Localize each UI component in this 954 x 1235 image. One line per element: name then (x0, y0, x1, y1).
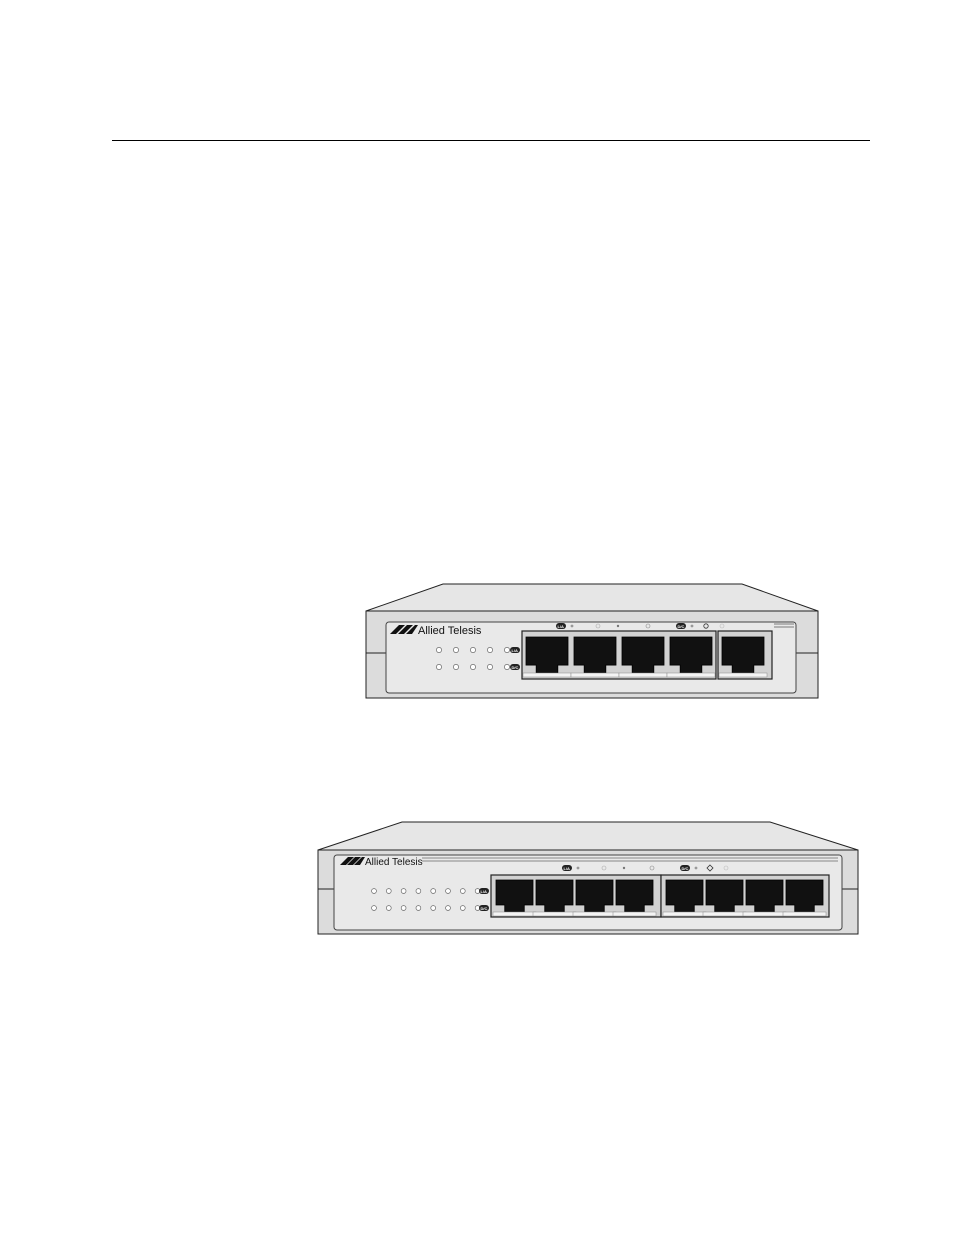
led-indicator (470, 647, 475, 652)
led-row-label-la: L/A (479, 888, 489, 894)
led-indicator (372, 906, 377, 911)
led-indicator (372, 889, 377, 894)
led-indicator (416, 906, 421, 911)
led-indicator (504, 664, 509, 669)
led-indicator (436, 664, 441, 669)
led-indicator (453, 664, 458, 669)
led-indicator (470, 664, 475, 669)
led-indicator (431, 906, 436, 911)
led-indicator (453, 647, 458, 652)
svg-text:D/C: D/C (481, 906, 488, 911)
led-indicator (401, 906, 406, 911)
svg-text:D/C: D/C (682, 866, 689, 871)
led-indicator (460, 906, 465, 911)
led-indicator (487, 664, 492, 669)
led-row-label-dc: D/C (479, 905, 489, 911)
led-indicator (460, 889, 465, 894)
svg-text:L/A: L/A (481, 889, 488, 894)
led-row-label-la: L/A (510, 647, 520, 653)
switch-5-port-illustration: Allied Telesis L/A D/C L/A D/C (360, 580, 822, 702)
led-indicator (416, 889, 421, 894)
brand-name: Allied Telesis (418, 625, 482, 637)
svg-text:D/C: D/C (512, 665, 519, 670)
svg-text:L/A: L/A (512, 648, 519, 653)
brand-name: Allied Telesis (365, 857, 423, 868)
led-indicator (446, 889, 451, 894)
led-indicator (436, 647, 441, 652)
led-indicator (446, 906, 451, 911)
led-indicator (504, 647, 509, 652)
led-row-label-dc: D/C (510, 664, 520, 670)
svg-text:D/C: D/C (678, 624, 685, 629)
led-indicator (386, 906, 391, 911)
led-indicator (431, 889, 436, 894)
switch-8-port-illustration: Allied Telesis L/A D/C L/A D/C (314, 818, 866, 940)
header-rule (112, 140, 870, 141)
led-indicator (386, 889, 391, 894)
svg-text:L/A: L/A (558, 624, 565, 629)
svg-text:L/A: L/A (564, 866, 571, 871)
led-indicator (401, 889, 406, 894)
led-indicator (487, 647, 492, 652)
